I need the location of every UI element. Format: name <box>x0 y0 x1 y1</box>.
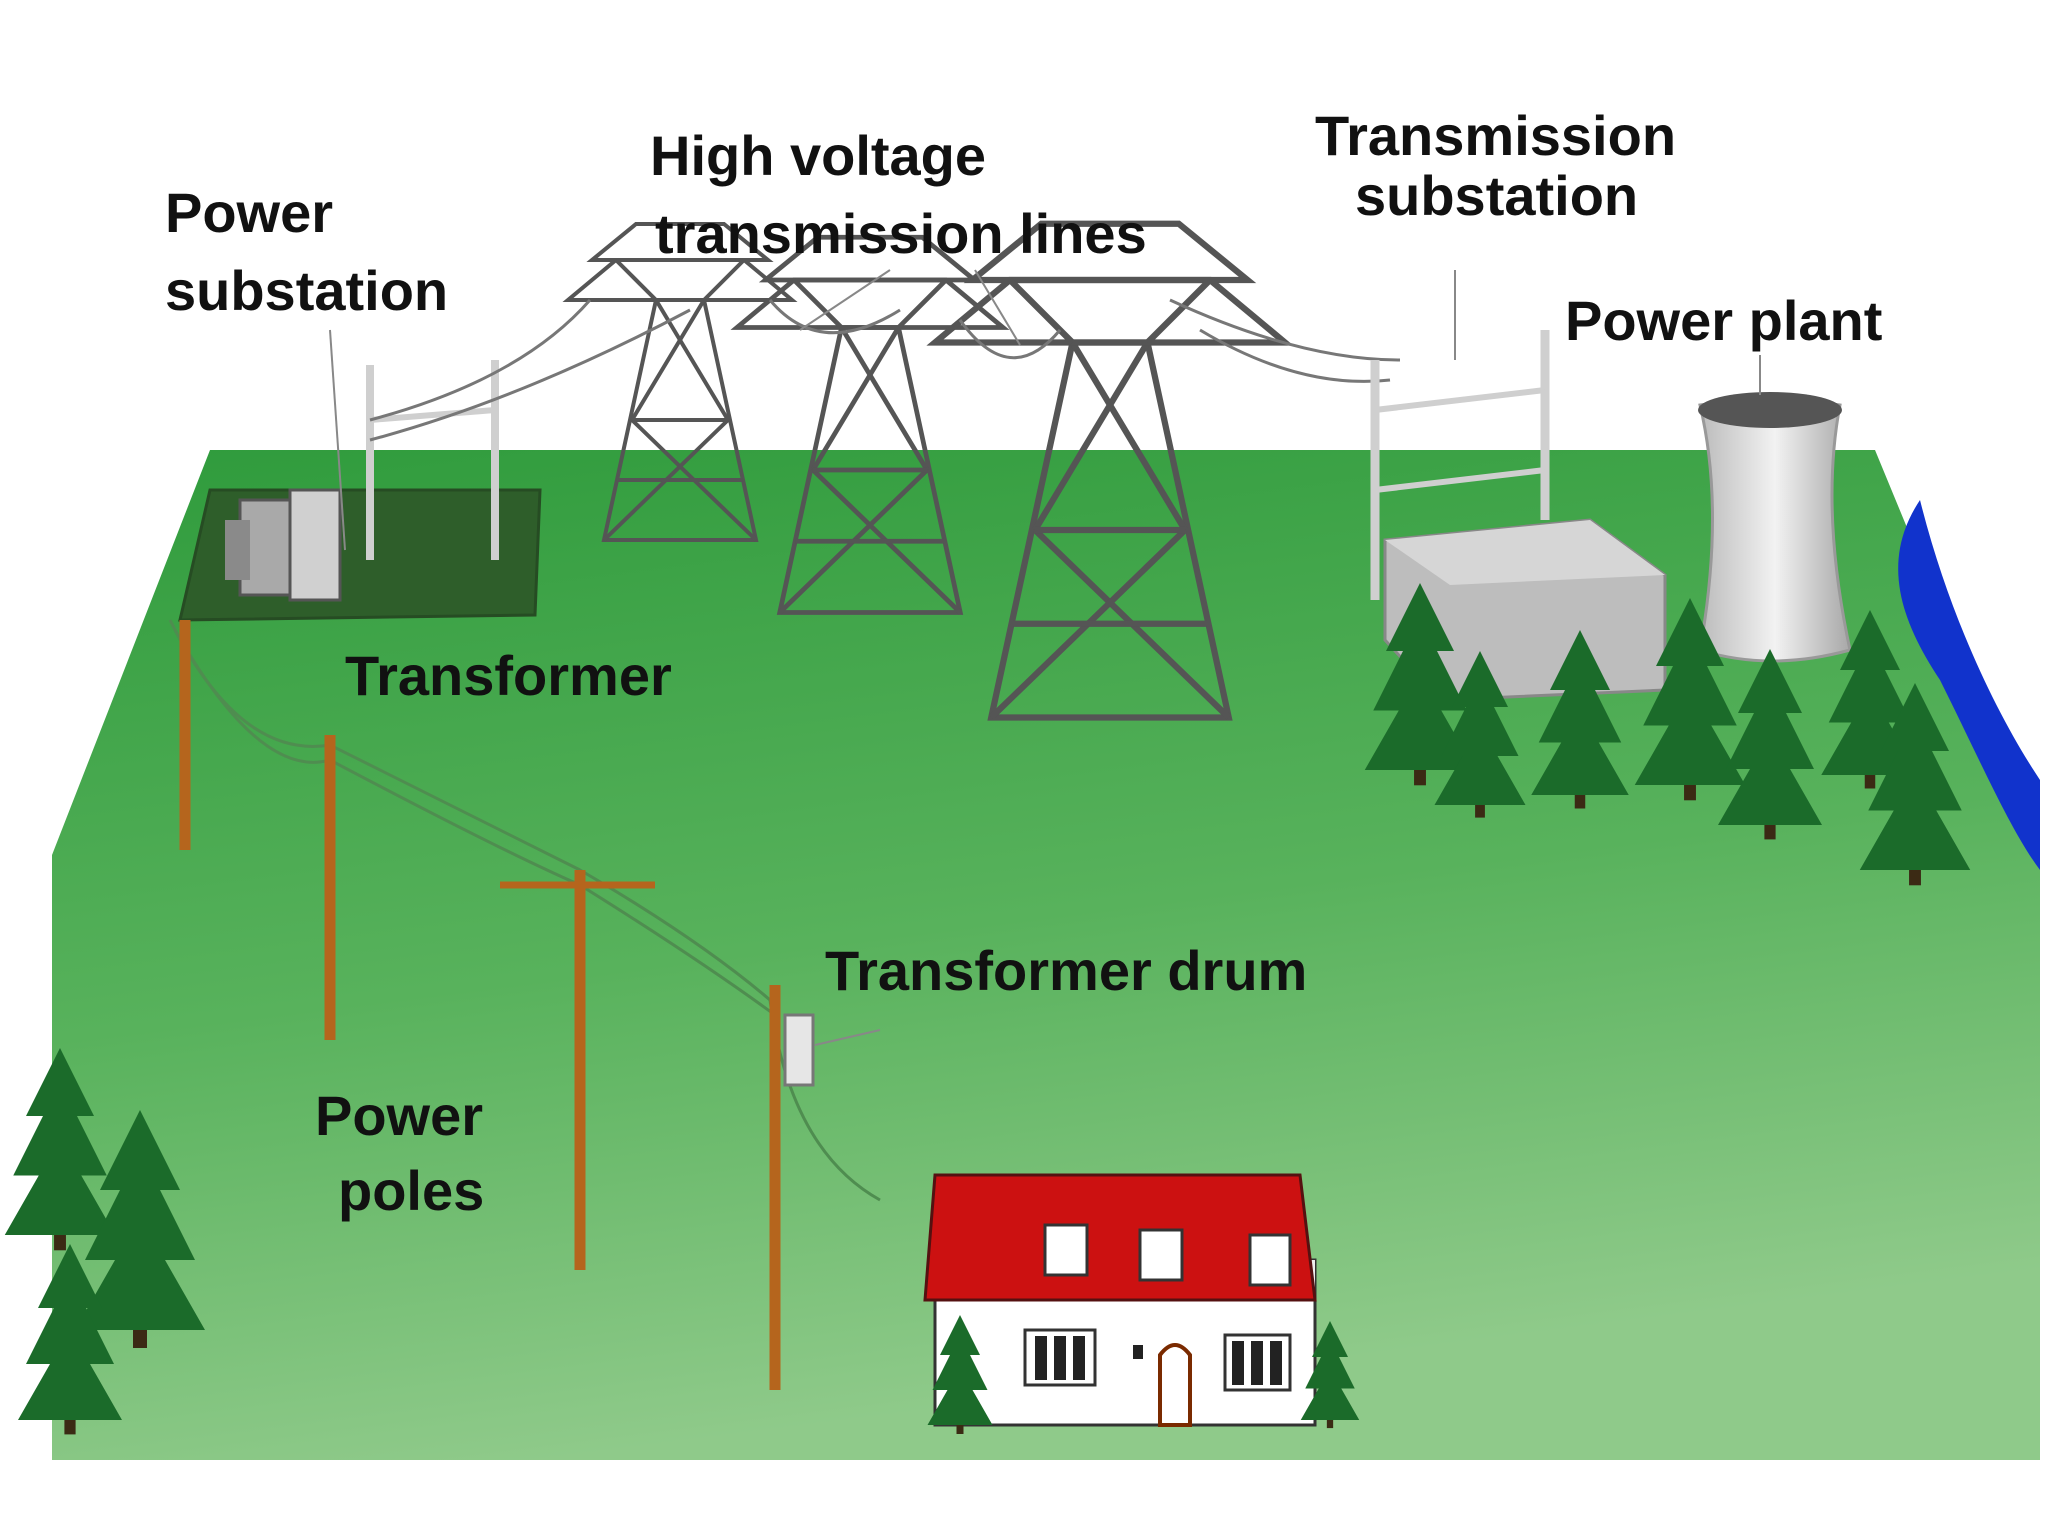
power-substation <box>178 360 542 622</box>
label-transmission-substation: Transmission substation <box>1315 104 1692 227</box>
label-transformer: Transformer <box>345 644 672 707</box>
transformer-drum <box>783 1013 815 1087</box>
label-power-plant: Power plant <box>1565 289 1882 352</box>
ground <box>52 450 2040 1460</box>
label-transmission-substation-line2: substation <box>1355 164 1638 227</box>
label-transmission-substation-line1: Transmission <box>1315 104 1676 167</box>
label-power-poles: Power poles <box>315 1084 499 1222</box>
label-power-substation-line1: Power <box>165 181 333 244</box>
house-icon <box>923 1173 1317 1427</box>
label-high-voltage-line2: transmission lines <box>655 202 1147 265</box>
label-power-substation: Power substation <box>165 181 448 322</box>
label-high-voltage-lines: High voltage transmission lines <box>650 124 1147 265</box>
label-power-poles-line1: Power <box>315 1084 483 1147</box>
label-power-poles-line2: poles <box>338 1159 484 1222</box>
pole-icon <box>179 620 781 1390</box>
label-high-voltage-line1: High voltage <box>650 124 986 187</box>
leader-lines <box>329 269 1761 1046</box>
cooling-tower-icon <box>1698 392 1852 663</box>
transmission-substation <box>1370 330 1667 702</box>
river <box>1898 500 2040 870</box>
label-transformer-drum: Transformer drum <box>825 939 1307 1002</box>
label-power-substation-line2: substation <box>165 259 448 322</box>
transmission-lines <box>369 298 1401 442</box>
